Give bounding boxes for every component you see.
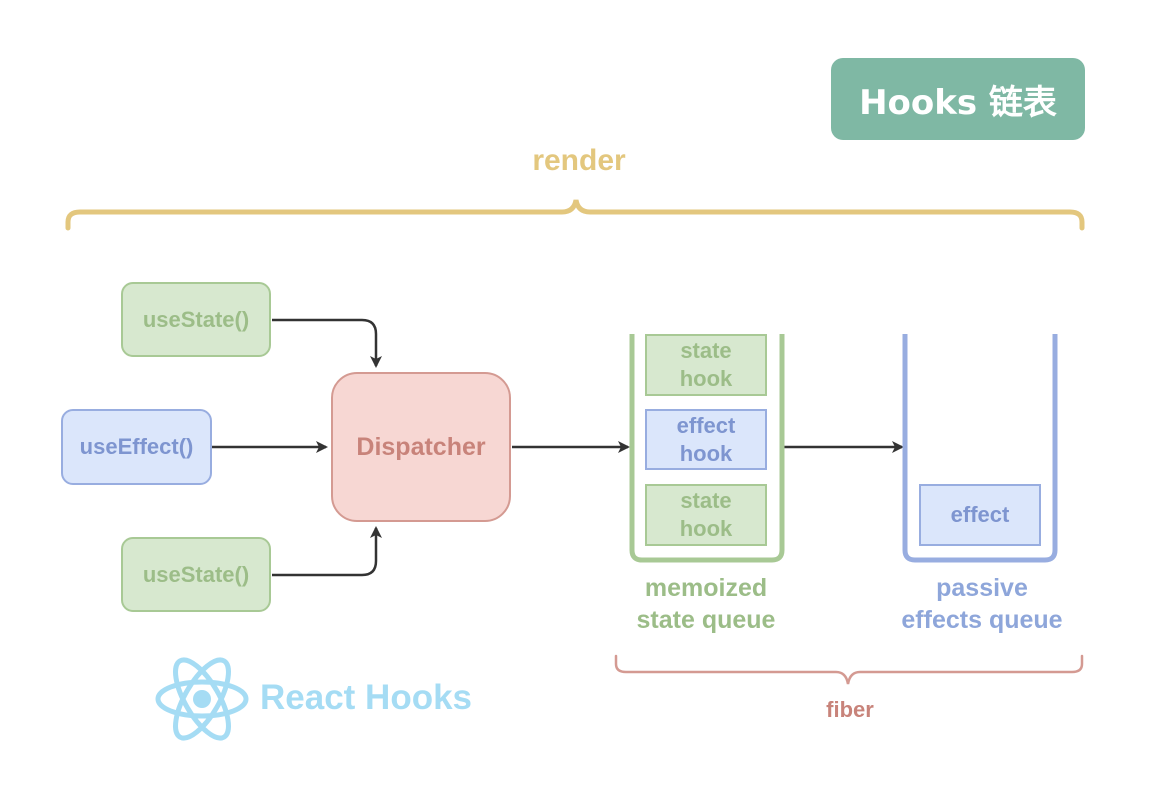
fiber-label: fiber bbox=[826, 697, 874, 722]
usestate-label-top: useState() bbox=[142, 306, 250, 332]
state-hook-cell: state hook bbox=[645, 484, 767, 546]
dispatcher-box: Dispatcher bbox=[331, 372, 511, 522]
dispatcher-label: Dispatcher bbox=[356, 432, 486, 461]
render-label: render bbox=[532, 144, 626, 177]
usestate-box-bottom: useState() bbox=[121, 537, 271, 612]
state-queue-container bbox=[629, 334, 785, 563]
render-brace bbox=[65, 199, 1085, 231]
state-queue-caption: memoized state queue bbox=[636, 574, 776, 634]
effect-cell: effect bbox=[919, 484, 1041, 546]
effects-queue-container bbox=[902, 334, 1058, 563]
arrow-usestate-top bbox=[272, 318, 382, 368]
state-hook-cell: state hook bbox=[645, 334, 767, 396]
effect-hook-cell: effect hook bbox=[645, 409, 767, 470]
usestate-box-top: useState() bbox=[121, 282, 271, 357]
fiber-brace bbox=[614, 654, 1084, 685]
react-hooks-logo-text: React Hooks bbox=[260, 678, 473, 717]
react-logo-icon bbox=[155, 657, 249, 741]
useeffect-label: useEffect() bbox=[79, 434, 194, 459]
effects-queue-caption: passive effects queue bbox=[901, 574, 1063, 634]
arrow-usestate-bottom bbox=[272, 526, 382, 577]
usestate-label-bottom: useState() bbox=[142, 561, 250, 587]
useeffect-box: useEffect() bbox=[61, 409, 212, 485]
title-text: Hooks 链表 bbox=[859, 82, 1057, 123]
title-badge: Hooks 链表 bbox=[831, 58, 1085, 140]
